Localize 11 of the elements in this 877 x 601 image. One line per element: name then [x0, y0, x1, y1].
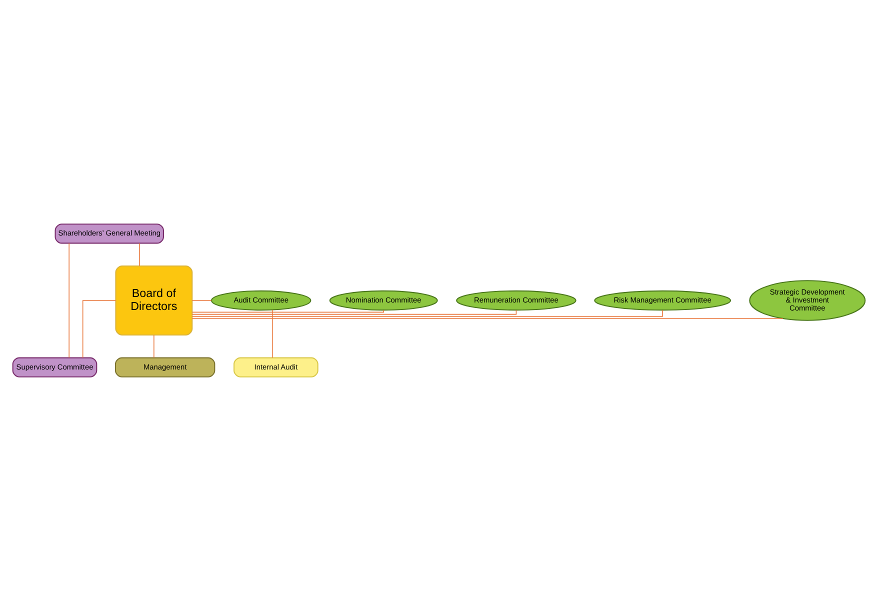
connector [153, 334, 154, 358]
connector [191, 318, 783, 319]
connector [271, 310, 272, 358]
connector [191, 310, 662, 317]
connector [191, 300, 212, 301]
connector [82, 300, 116, 358]
node-box: Board of Directors [114, 266, 192, 336]
connector [138, 242, 140, 266]
connector [191, 310, 516, 315]
connector [68, 242, 69, 358]
connector [191, 310, 384, 313]
